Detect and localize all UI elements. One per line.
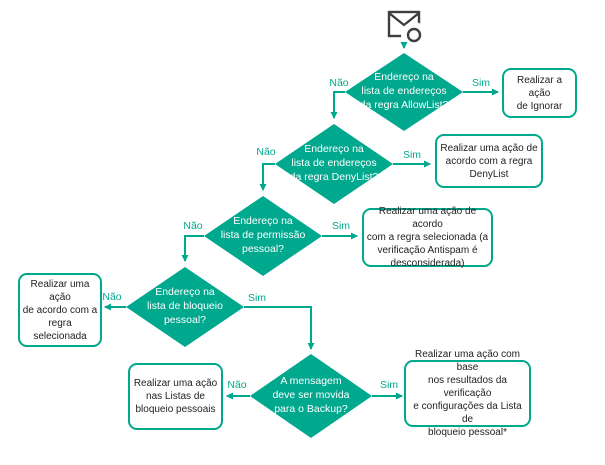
decision-personal-block-shape — [126, 267, 244, 347]
action-personal-block-lists-box: Realizar uma ação nas Listas de bloqueio… — [128, 363, 223, 430]
decision-allowlist-shape — [345, 53, 463, 131]
envelope-flap — [388, 12, 420, 27]
branch-label-backup-nao: Não — [227, 379, 247, 391]
action-ignore-box: Realizar a ação de Ignorar — [502, 68, 577, 118]
action-selected-rule-antispam-box: Realizar uma ação de acordo com a regra … — [362, 206, 493, 269]
branch-label-personal-block-nao: Não — [102, 291, 122, 303]
decision-personal-allow-shape — [204, 196, 322, 276]
flowchart-connectors — [104, 42, 499, 400]
branch-label-personal-block-sim: Sim — [247, 292, 267, 304]
decision-diamonds — [126, 53, 463, 438]
email-envelope-icon — [387, 10, 427, 48]
branch-label-personal-allow-sim: Sim — [331, 220, 351, 232]
action-verification-results-box: Realizar uma ação com base nos resultado… — [404, 349, 531, 438]
decision-denylist-shape — [275, 124, 393, 204]
branch-label-allowlist-nao: Não — [329, 77, 349, 89]
envelope-badge-circle — [406, 27, 422, 43]
action-selected-rule-box: Realizar uma ação de acordo com a regra … — [18, 273, 102, 347]
connector-allowlist-nao — [330, 91, 345, 119]
branch-label-backup-sim: Sim — [379, 379, 399, 391]
branch-label-personal-allow-nao: Não — [183, 220, 203, 232]
decision-move-backup-shape — [250, 354, 372, 438]
branch-label-denylist-sim: Sim — [402, 149, 422, 161]
connector-denylist-nao — [259, 163, 275, 191]
branch-label-denylist-nao: Não — [256, 146, 276, 158]
action-denylist-rule-box: Realizar uma ação de acordo com a regra … — [435, 134, 543, 188]
connector-personal-block-sim — [244, 306, 315, 350]
connector-personal-allow-nao — [181, 235, 204, 262]
branch-label-allowlist-sim: Sim — [471, 77, 491, 89]
